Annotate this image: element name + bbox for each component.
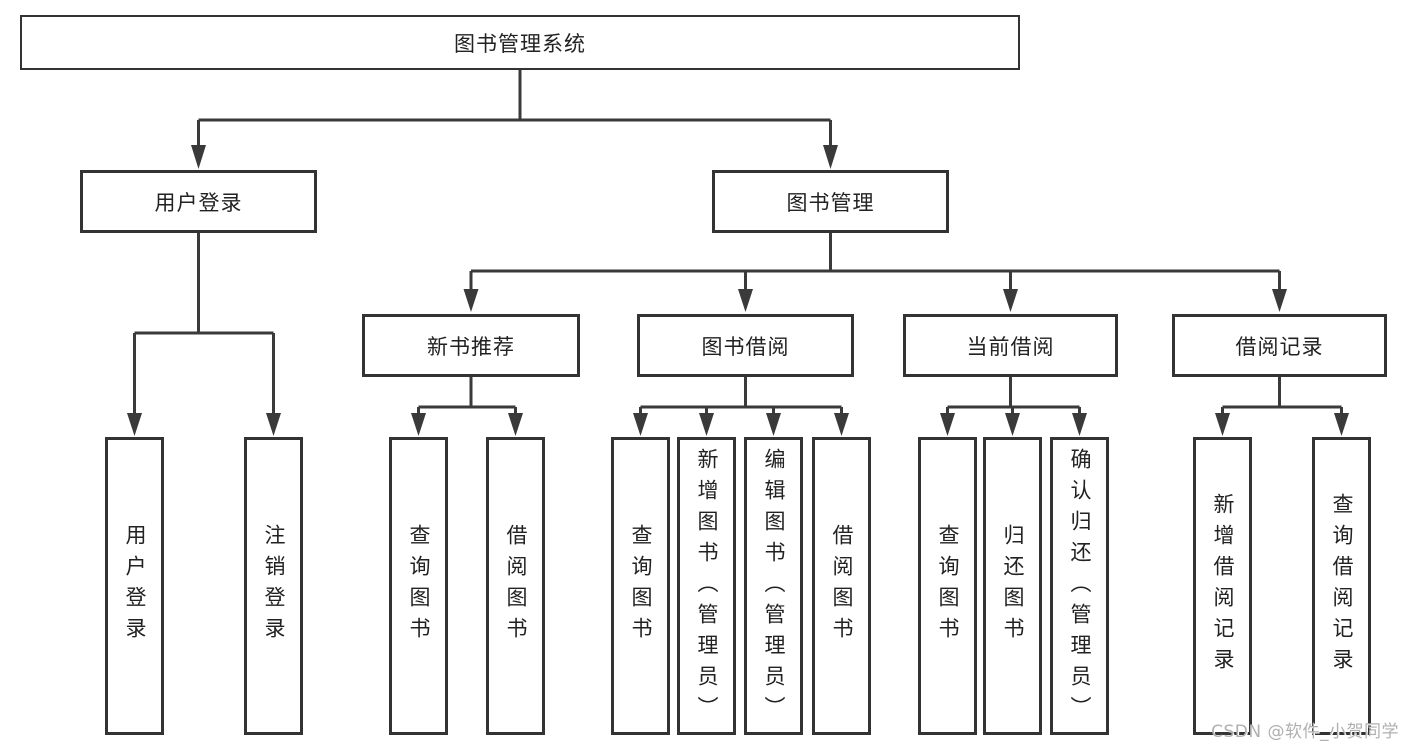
leaf-borrow-books-recommend: 借阅图书 [486,437,545,735]
node-current-borrow: 当前借阅 [903,314,1118,377]
csdn-watermark: CSDN @软件_小贺同学 [1211,722,1399,742]
leaf-query-books-borrow: 查询图书 [611,437,670,735]
leaf-logout: 注销登录 [244,437,303,735]
node-book-borrow: 图书借阅 [637,314,854,377]
leaf-borrow-books: 借阅图书 [812,437,871,735]
node-borrow-records: 借阅记录 [1172,314,1387,377]
leaf-edit-book-admin: 编辑图书（管理员） [744,437,803,735]
leaf-add-book-admin: 新增图书（管理员） [677,437,736,735]
leaf-confirm-return-admin: 确认归还（管理员） [1050,437,1109,735]
leaf-query-books-current: 查询图书 [918,437,977,735]
leaf-query-borrow-record: 查询借阅记录 [1312,437,1371,735]
leaf-add-borrow-record: 新增借阅记录 [1193,437,1252,735]
arrowheads [127,145,1349,436]
leaf-query-books-recommend: 查询图书 [389,437,448,735]
leaf-user-login: 用户登录 [105,437,164,735]
leaf-return-book: 归还图书 [983,437,1042,735]
node-user-login: 用户登录 [80,170,317,233]
root-node: 图书管理系统 [20,15,1020,70]
node-new-book-recommend: 新书推荐 [362,314,580,377]
node-book-management: 图书管理 [712,170,949,233]
